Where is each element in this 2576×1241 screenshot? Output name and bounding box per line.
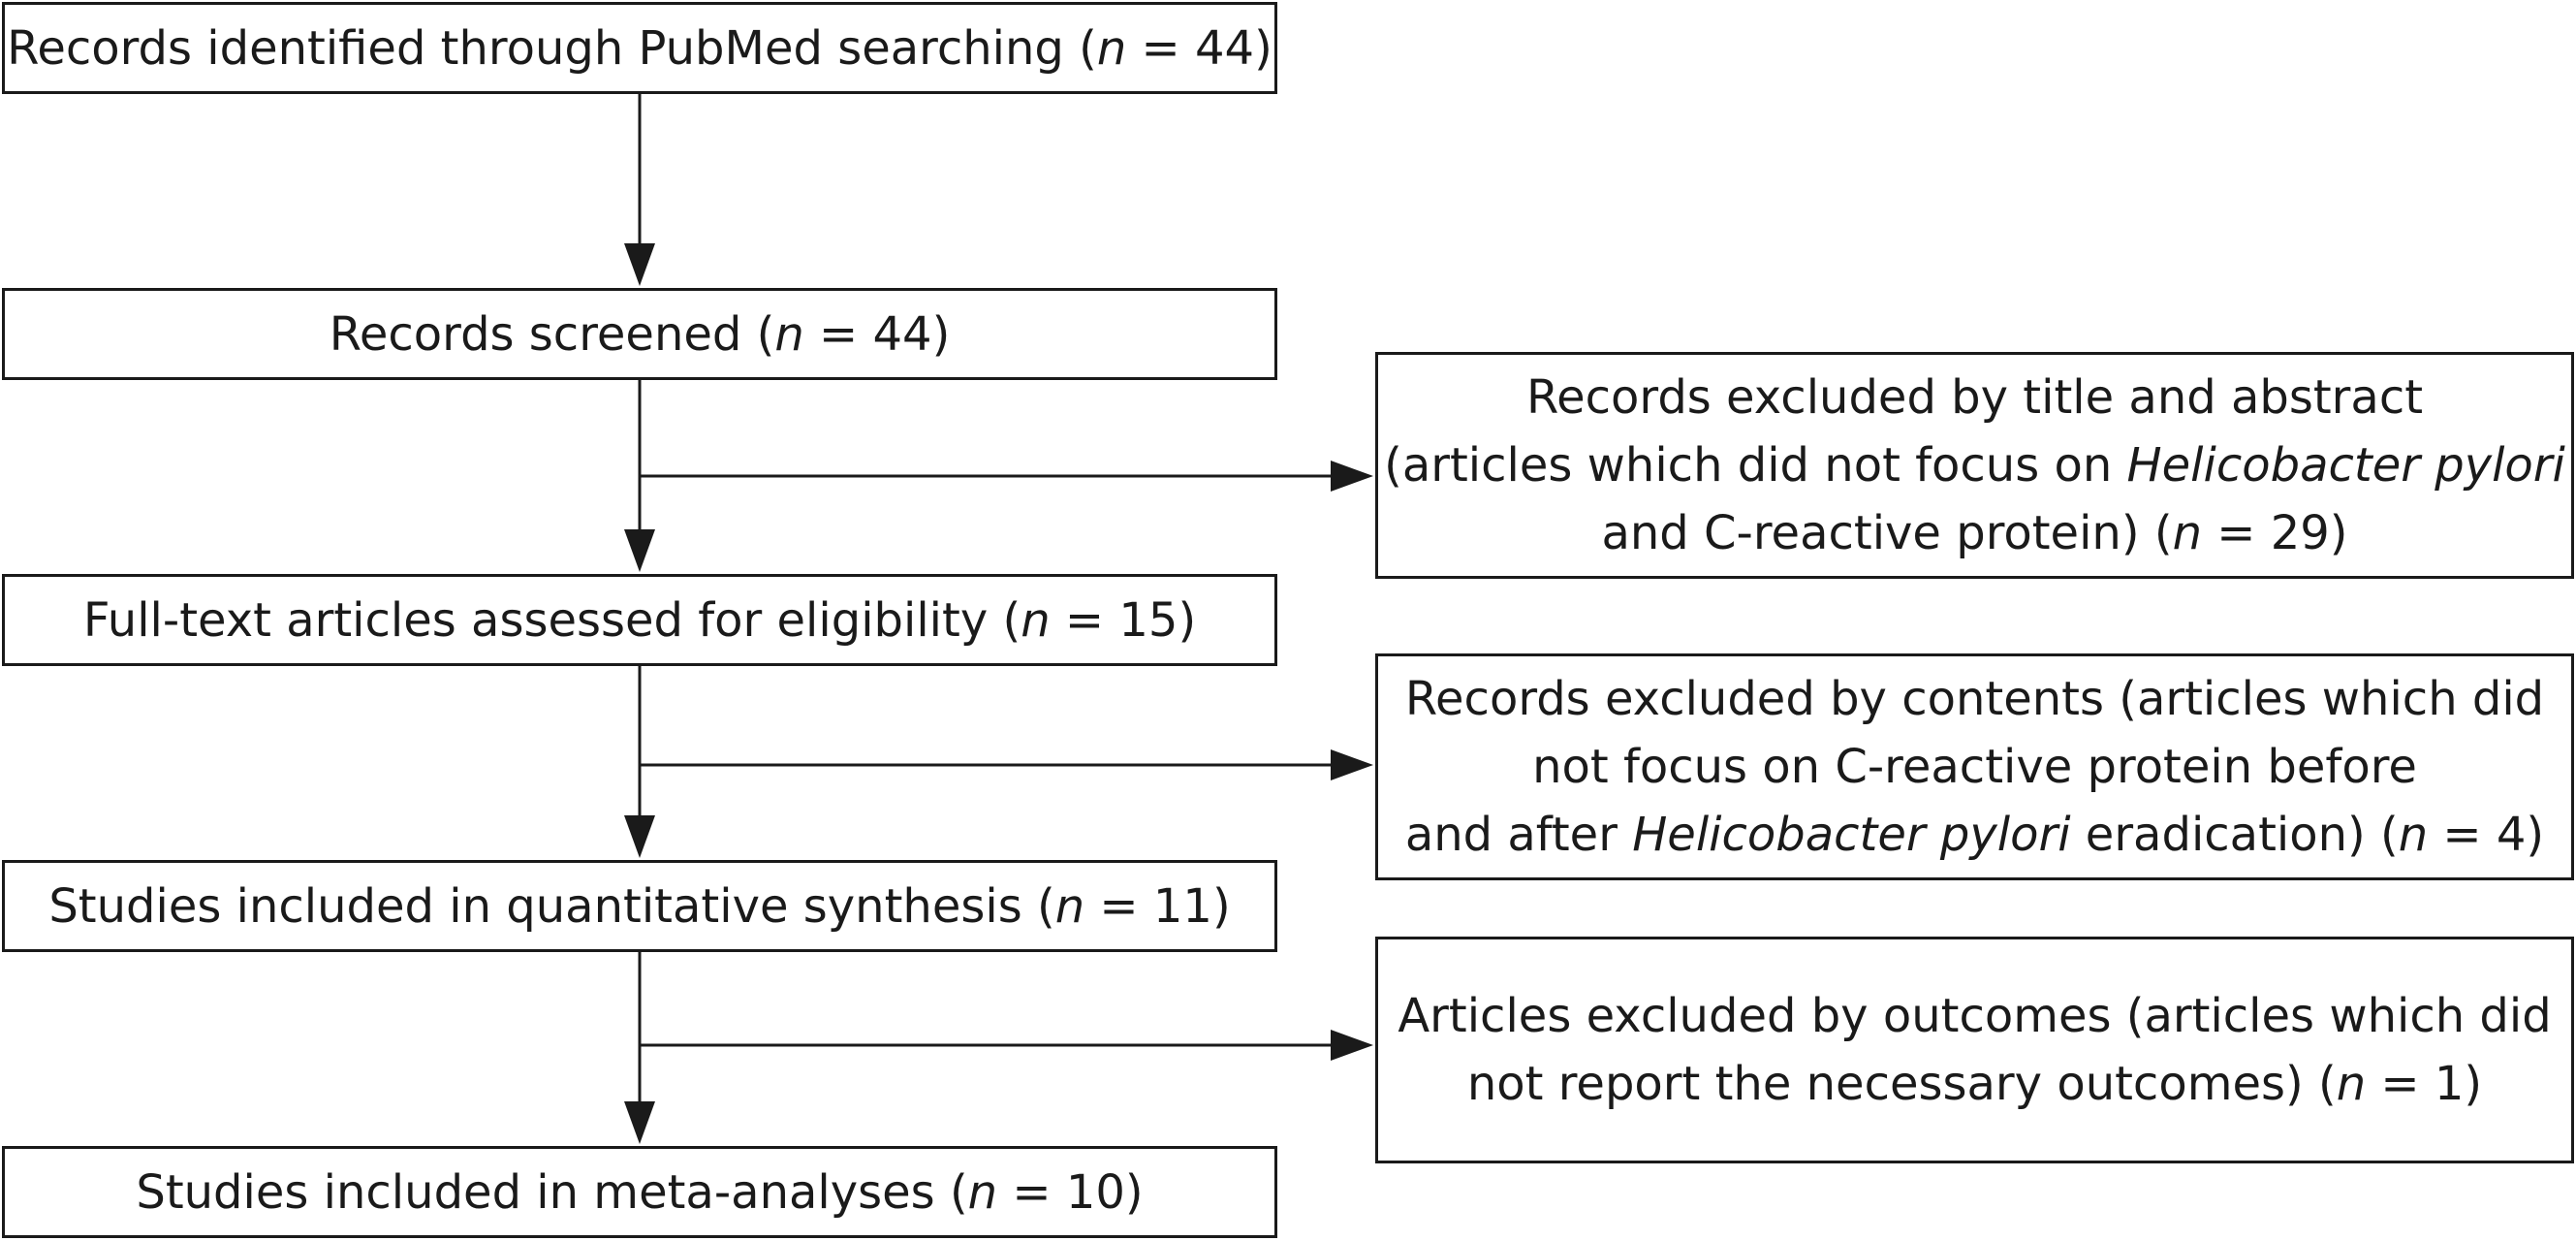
excluded-contents-line3-mid: eradication) (: [2070, 808, 2399, 862]
arrowhead-right-2: [1331, 749, 1373, 780]
excluded-outcomes-line2-text: not report the necessary outcomes) (: [1466, 1057, 2337, 1111]
arrowhead-down-2: [624, 529, 655, 572]
excluded-title-abstract-box: Records excluded by title and abstract (…: [1375, 352, 2574, 579]
quantitative-synthesis-n: n: [1054, 878, 1085, 934]
excluded-title-abstract-n: n: [2172, 506, 2202, 560]
excluded-contents-box: Records excluded by contents (articles w…: [1375, 653, 2574, 880]
quantitative-synthesis-box: Studies included in quantitative synthes…: [2, 860, 1277, 952]
meta-analyses-n: n: [967, 1164, 998, 1220]
excluded-title-abstract-line3-text: and C-reactive protein) (: [1601, 506, 2173, 560]
quantitative-synthesis-value: = 11): [1084, 878, 1231, 934]
full-text-assessed-value: = 15): [1050, 592, 1197, 648]
records-identified-box: Records identified through PubMed search…: [2, 2, 1277, 94]
excluded-outcomes-line2: not report the necessary outcomes) (n = …: [1398, 1050, 2551, 1118]
meta-analyses-value: = 10): [997, 1164, 1144, 1220]
excluded-title-abstract-species: Helicobacter pylori: [2126, 438, 2565, 493]
excluded-title-abstract-line3: and C-reactive protein) (n = 29): [1384, 499, 2565, 567]
excluded-outcomes-value: = 1): [2366, 1057, 2483, 1111]
excluded-title-abstract-line1: Records excluded by title and abstract: [1525, 370, 2424, 425]
excluded-title-abstract-line2: (articles which did not focus on Helicob…: [1384, 431, 2565, 499]
full-text-assessed-n: n: [1021, 592, 1051, 648]
excluded-title-abstract-value: = 29): [2201, 506, 2348, 560]
excluded-contents-line1: Records excluded by contents (articles w…: [1404, 672, 2545, 726]
arrowhead-down-4: [624, 1101, 655, 1144]
records-identified-text: Records identified through PubMed search…: [7, 20, 1097, 76]
excluded-contents-line3: and after Helicobacter pylori eradicatio…: [1405, 801, 2544, 869]
excluded-contents-line2: not focus on C-reactive protein before: [1532, 740, 2417, 794]
records-identified-value: = 44): [1126, 20, 1272, 76]
arrowhead-right-3: [1331, 1030, 1373, 1061]
full-text-assessed-text: Full-text articles assessed for eligibil…: [82, 592, 1021, 648]
records-identified-n: n: [1096, 20, 1127, 76]
excluded-outcomes-line1: Articles excluded by outcomes (articles …: [1398, 989, 2552, 1043]
excluded-contents-n: n: [2398, 808, 2429, 862]
excluded-contents-value: = 4): [2428, 808, 2545, 862]
quantitative-synthesis-text: Studies included in quantitative synthes…: [48, 878, 1055, 934]
records-screened-box: Records screened (n = 44): [2, 288, 1277, 380]
excluded-outcomes-n: n: [2336, 1057, 2367, 1111]
meta-analyses-text: Studies included in meta-analyses (: [136, 1164, 968, 1220]
arrowhead-down-3: [624, 815, 655, 858]
excluded-contents-species: Helicobacter pylori: [1632, 808, 2071, 862]
records-screened-text: Records screened (: [329, 306, 775, 362]
excluded-title-abstract-line2-text: (articles which did not focus on: [1384, 438, 2127, 493]
records-screened-value: = 44): [803, 306, 951, 362]
excluded-outcomes-box: Articles excluded by outcomes (articles …: [1375, 937, 2574, 1163]
arrowhead-down-1: [624, 243, 655, 286]
arrowhead-right-1: [1331, 461, 1373, 492]
meta-analyses-box: Studies included in meta-analyses (n = 1…: [2, 1146, 1277, 1238]
excluded-contents-line3-text: and after: [1404, 808, 1633, 862]
records-screened-n: n: [774, 306, 804, 362]
full-text-assessed-box: Full-text articles assessed for eligibil…: [2, 574, 1277, 666]
